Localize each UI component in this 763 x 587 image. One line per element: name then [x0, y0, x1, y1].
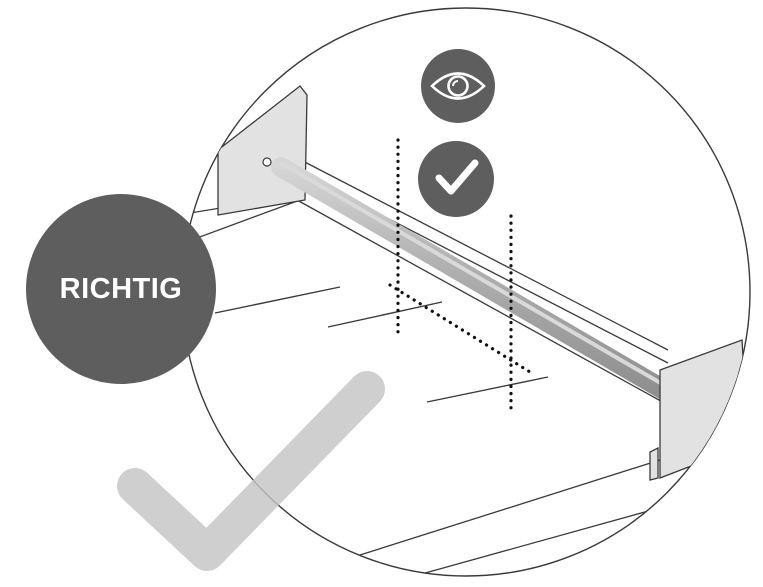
right-bracket-foot	[649, 446, 659, 481]
badge-label: RICHTIG	[59, 272, 183, 305]
eye-icon	[421, 49, 495, 123]
dotted-guides	[388, 138, 532, 412]
left-bracket	[217, 85, 308, 216]
bar-highlight	[279, 161, 666, 387]
bar-shaft	[271, 157, 674, 400]
floor-streaks	[214, 286, 549, 403]
checkmark-icon	[117, 371, 385, 571]
screw-hole	[262, 157, 272, 167]
check-icon	[418, 141, 494, 217]
magnified-detail	[182, 85, 750, 576]
richtig-badge: RICHTIG	[26, 194, 216, 384]
